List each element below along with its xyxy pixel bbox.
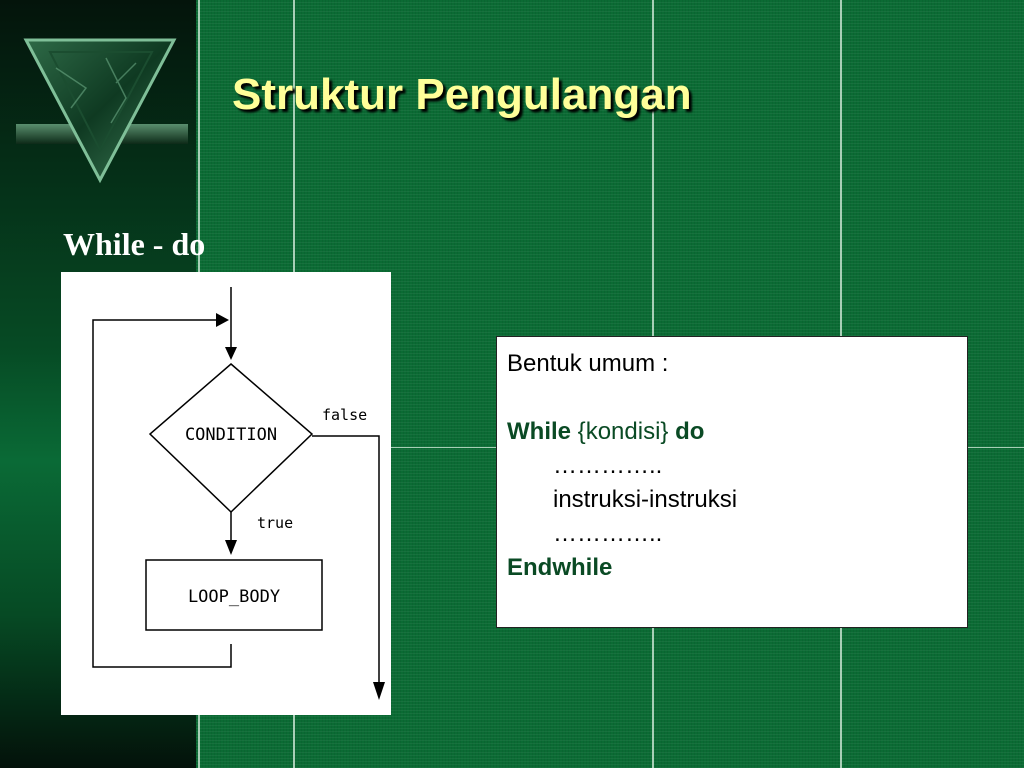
syntax-heading: Bentuk umum : bbox=[507, 350, 669, 377]
syntax-dots-1: ………….. bbox=[553, 452, 663, 479]
slide-subtitle: While - do bbox=[63, 226, 206, 262]
do-keyword: do bbox=[675, 418, 705, 445]
while-do-flowchart: CONDITION LOOP_BODY false true bbox=[61, 272, 391, 715]
syntax-while-line: While {kondisi} do bbox=[507, 415, 957, 449]
arrow-head-icon bbox=[225, 540, 237, 555]
syntax-dots-2: ………….. bbox=[553, 520, 663, 547]
true-label: true bbox=[257, 514, 293, 532]
condition-text: {kondisi} bbox=[577, 418, 669, 445]
condition-label: CONDITION bbox=[185, 425, 277, 445]
syntax-instruction: instruksi-instruksi bbox=[553, 486, 738, 513]
slide-title: Struktur Pengulangan bbox=[232, 70, 692, 119]
arrow-head-icon bbox=[225, 347, 237, 360]
false-label: false bbox=[322, 406, 367, 424]
grid-line-horizontal bbox=[391, 447, 496, 448]
arrow-head-icon bbox=[216, 313, 229, 327]
syntax-box: Bentuk umum : While {kondisi} do ………….. … bbox=[496, 336, 968, 628]
endwhile-keyword: Endwhile bbox=[507, 554, 613, 581]
arrow-head-icon bbox=[373, 682, 385, 700]
inverted-triangle-marble-logo-icon bbox=[16, 38, 192, 193]
grid-line-horizontal bbox=[968, 447, 1024, 448]
while-keyword: While bbox=[507, 418, 571, 445]
loop-body-label: LOOP_BODY bbox=[188, 587, 280, 607]
